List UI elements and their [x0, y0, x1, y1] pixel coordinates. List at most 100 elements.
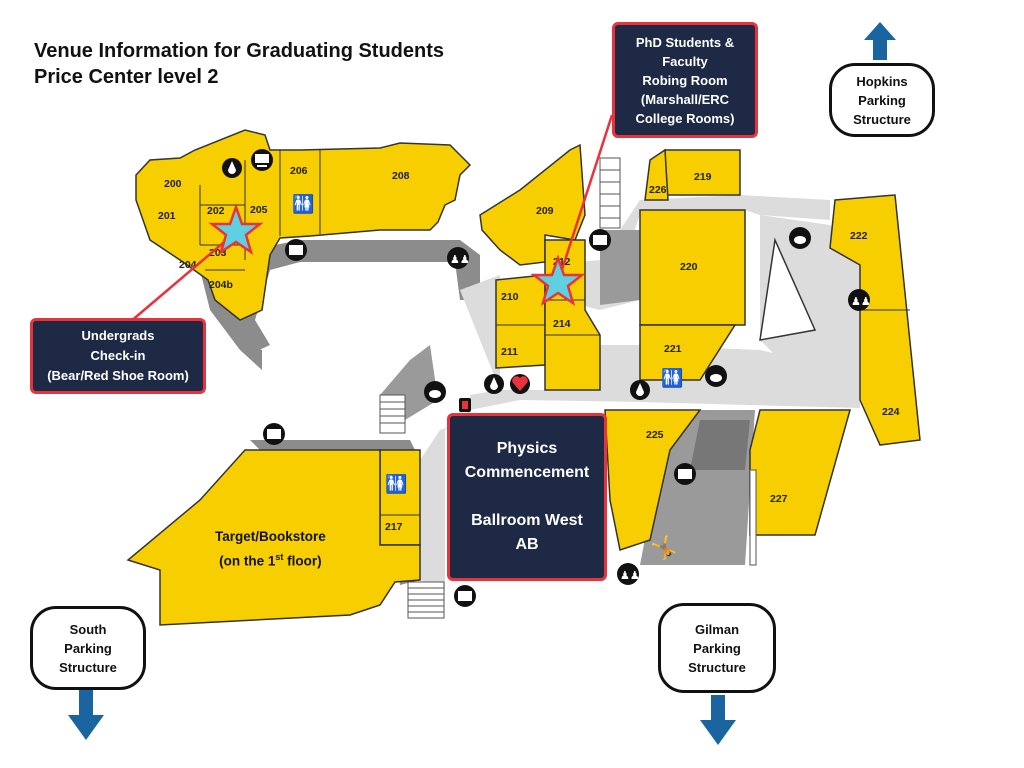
- room-label: 210: [501, 291, 519, 303]
- coffee-icon: [705, 365, 727, 387]
- parking-line: Gilman: [694, 621, 740, 637]
- parking-line: Structure: [853, 111, 911, 127]
- room-label: 201: [158, 210, 176, 222]
- restroom-icon: ♟♟: [848, 289, 871, 311]
- room-220: [639, 209, 746, 326]
- room-labels: 200 201 202 203 204 204b 205 206 208 209…: [158, 165, 900, 533]
- svg-text:♟♟: ♟♟: [851, 295, 871, 308]
- store-floor-note: (on the 1st floor): [215, 547, 326, 572]
- svg-text:🚻: 🚻: [292, 193, 314, 215]
- leader-lines: [129, 114, 614, 323]
- parking-line: Parking: [858, 92, 906, 108]
- room-209: [479, 143, 586, 266]
- star-marker-phd: [530, 254, 586, 306]
- callout-line: Faculty: [662, 53, 708, 69]
- title-line-1: Venue Information for Graduating Student…: [34, 40, 445, 62]
- parking-line: Parking: [64, 640, 112, 656]
- dining-icon: [454, 585, 476, 607]
- callout-line: College Rooms): [635, 110, 735, 126]
- computer-icon: [251, 149, 273, 171]
- restroom-icon: 🚻: [661, 367, 683, 389]
- restroom-icon: 🚻: [385, 473, 407, 495]
- callout-line: (Bear/Red Shoe Room): [47, 368, 189, 383]
- room-label: 221: [664, 343, 682, 355]
- svg-text:♟♟: ♟♟: [450, 253, 470, 266]
- dining-icon: [589, 229, 611, 251]
- svg-text:🤸: 🤸: [650, 535, 677, 561]
- room-226: [644, 148, 669, 201]
- room-label: 204b: [209, 279, 233, 291]
- callout-line: Ballroom West: [471, 512, 583, 529]
- room-225: [604, 409, 702, 551]
- elevator-icon: [459, 398, 471, 412]
- water-icon: [222, 158, 242, 178]
- room-label: 227: [770, 493, 788, 505]
- physics-commencement-callout: Physics Commencement Ballroom West AB: [447, 413, 607, 581]
- undergrad-checkin-callout: Undergrads Check-in (Bear/Red Shoe Room): [30, 318, 206, 394]
- dining-icon: [674, 463, 696, 485]
- room-label: 205: [250, 204, 268, 216]
- aed-icon: [510, 374, 530, 394]
- callout-line: AB: [515, 536, 539, 553]
- phd-robing-room-callout: PhD Students & Faculty Robing Room (Mars…: [612, 22, 758, 138]
- arrow-down-icon: [700, 695, 736, 745]
- coffee-icon: [789, 227, 811, 249]
- callout-line: Check-in: [90, 348, 146, 363]
- callout-line: Commencement: [464, 464, 590, 481]
- parking-line: Hopkins: [856, 73, 908, 89]
- callout-line: Physics: [496, 440, 558, 457]
- room-label: 214: [553, 318, 571, 330]
- room-label: 202: [207, 205, 225, 217]
- target-bookstore: [126, 449, 421, 626]
- water-icon: [484, 374, 504, 394]
- room-label: 208: [392, 170, 410, 182]
- callout-line: Undergrads: [81, 328, 155, 343]
- title-line-2: Price Center level 2: [34, 66, 219, 88]
- water-icon: [630, 380, 650, 400]
- room-227: [749, 409, 851, 536]
- map-icons: 🚻 ♟♟ ♟♟ 🚻 🚻 ♟♟ 🤸: [222, 149, 871, 607]
- south-parking-structure: South Parking Structure: [30, 606, 146, 690]
- star-marker-undergrad: [208, 203, 264, 255]
- callout-line: (Marshall/ERC: [640, 91, 730, 107]
- arrows: [68, 22, 896, 745]
- stairs-icon: [379, 157, 757, 619]
- coffee-icon: [424, 381, 446, 403]
- room-label: 217: [385, 521, 403, 533]
- hopkins-parking-structure: Hopkins Parking Structure: [829, 63, 935, 137]
- dining-icon: [263, 423, 285, 445]
- store-name: Target/Bookstore: [215, 529, 326, 544]
- restroom-icon: ♟♟: [617, 563, 640, 585]
- store-floor-sup: st: [275, 552, 284, 562]
- room-block-200-208: [135, 129, 472, 321]
- gilman-parking-structure: Gilman Parking Structure: [658, 603, 776, 693]
- room-label: 226: [649, 184, 667, 196]
- room-label: 200: [164, 178, 182, 190]
- arrow-down-icon: [68, 690, 104, 740]
- room-label: 209: [536, 205, 554, 217]
- svg-text:🚻: 🚻: [385, 473, 407, 495]
- room-dividers: [199, 150, 910, 516]
- room-label: 211: [501, 346, 518, 358]
- room-label: 206: [290, 165, 308, 177]
- parking-line: South: [69, 621, 107, 637]
- arrow-up-icon: [864, 22, 896, 60]
- rooms: [126, 129, 921, 626]
- room-label: 222: [850, 230, 868, 242]
- room-label: 220: [680, 261, 698, 273]
- room-label: 224: [882, 406, 900, 418]
- room-label: 225: [646, 429, 664, 441]
- parking-line: Parking: [693, 640, 741, 656]
- restroom-icon: 🚻: [292, 193, 314, 215]
- target-bookstore-label: Target/Bookstore (on the 1st floor): [215, 527, 326, 572]
- parking-line: Structure: [59, 659, 117, 675]
- map-title: Venue Information for Graduating Student…: [34, 38, 444, 90]
- store-floor-prefix: (on the 1: [219, 553, 276, 569]
- dining-icon: [285, 239, 307, 261]
- room-label: 219: [694, 171, 712, 183]
- callout-line: Robing Room: [642, 72, 728, 88]
- room-221: [639, 324, 737, 381]
- callout-line: PhD Students &: [635, 34, 735, 50]
- parking-line: Structure: [688, 659, 746, 675]
